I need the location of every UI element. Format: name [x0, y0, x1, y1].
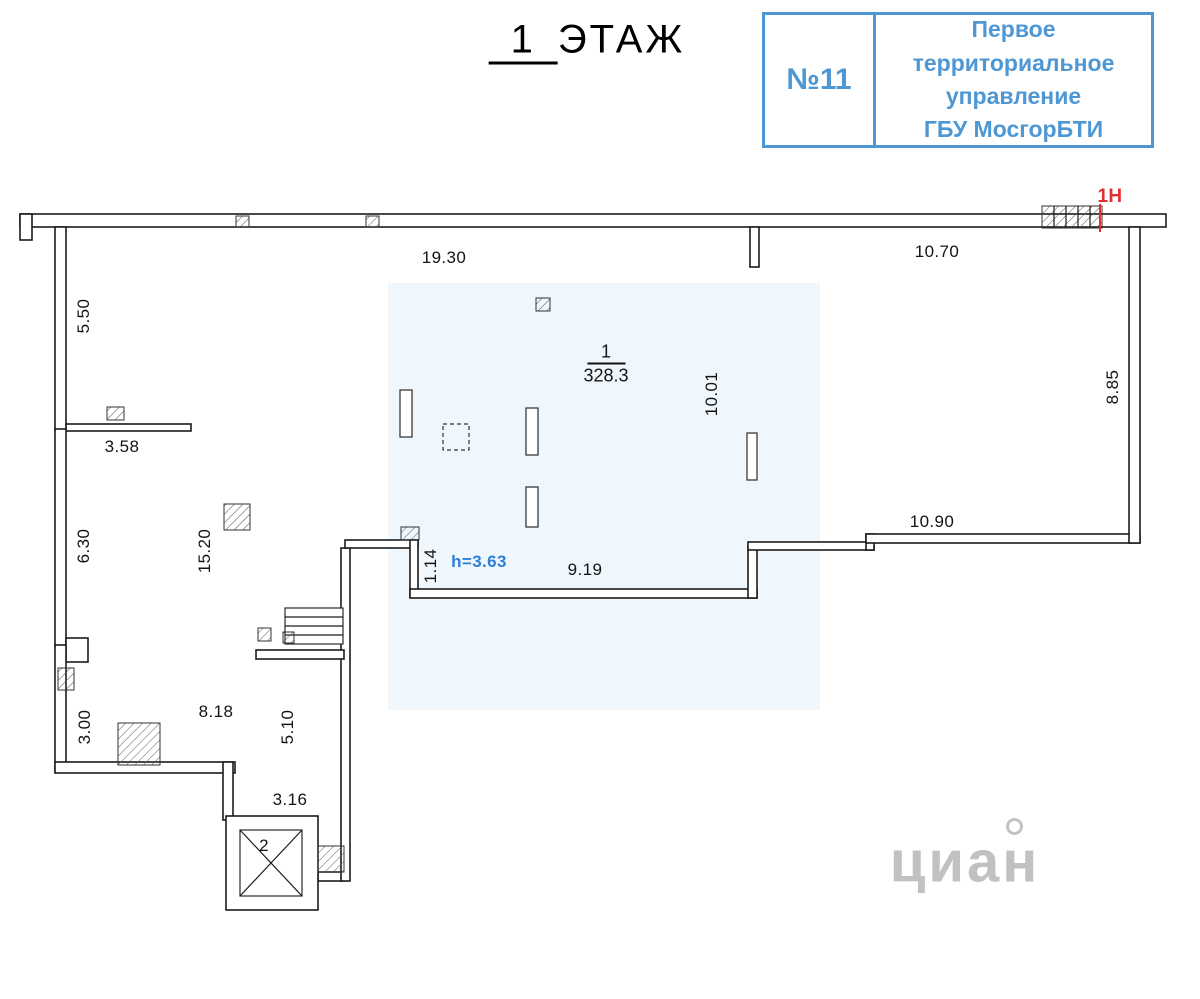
ceiling-height-label: h=3.63: [451, 552, 507, 571]
dim-interior-left: 15.20: [195, 528, 214, 574]
dim-jog: 1.14: [421, 548, 440, 584]
elevator-number: 2: [259, 836, 269, 855]
dim-top-right: 10.70: [914, 242, 960, 261]
room-area: 328.3: [583, 365, 629, 386]
room-number: 1: [586, 342, 626, 365]
floor-word: ЭТАЖ: [557, 17, 686, 62]
watermark-pin-icon: [1006, 818, 1023, 835]
dim-bottom-right: 10.90: [909, 512, 955, 531]
dim-bottom-left: 8.18: [198, 702, 234, 721]
watermark-text: циан: [889, 829, 1041, 895]
dim-left-lower: 3.00: [75, 709, 94, 745]
stamp-line-1: Первое территориальное: [912, 16, 1115, 76]
dim-partition: 3.58: [104, 437, 140, 456]
bti-stamp: №11 Первое территориальное управление ГБ…: [762, 12, 1154, 148]
dim-bottom-mid: 9.19: [567, 560, 603, 579]
dim-top-left: 19.30: [421, 248, 467, 267]
dim-left-mid: 6.30: [74, 528, 93, 564]
stamp-number: №11: [762, 12, 876, 148]
stamp-text: Первое территориальное управление ГБУ Мо…: [876, 12, 1154, 148]
staircase: [257, 607, 344, 645]
entrance-steps: [1041, 204, 1103, 232]
room-label: 1 328.3: [583, 342, 628, 387]
unit-label: 1Н: [1097, 186, 1123, 207]
dim-lower-mid: 5.10: [278, 709, 297, 745]
columns: [399, 389, 758, 528]
dim-interior-right: 10.01: [702, 371, 721, 417]
elevator-shaft: [225, 815, 345, 911]
stamp-line-3: ГБУ МосгорБТИ: [923, 116, 1104, 143]
walls: [19, 213, 1167, 882]
highlight-region: [388, 283, 820, 710]
dim-right-side: 8.85: [1103, 369, 1122, 405]
floor-number: 1: [488, 17, 558, 65]
hatched-fixtures: [57, 215, 551, 766]
dim-left-upper: 5.50: [74, 298, 93, 334]
stamp-line-2: управление: [945, 83, 1082, 109]
dim-elevator-width: 3.16: [272, 790, 308, 809]
